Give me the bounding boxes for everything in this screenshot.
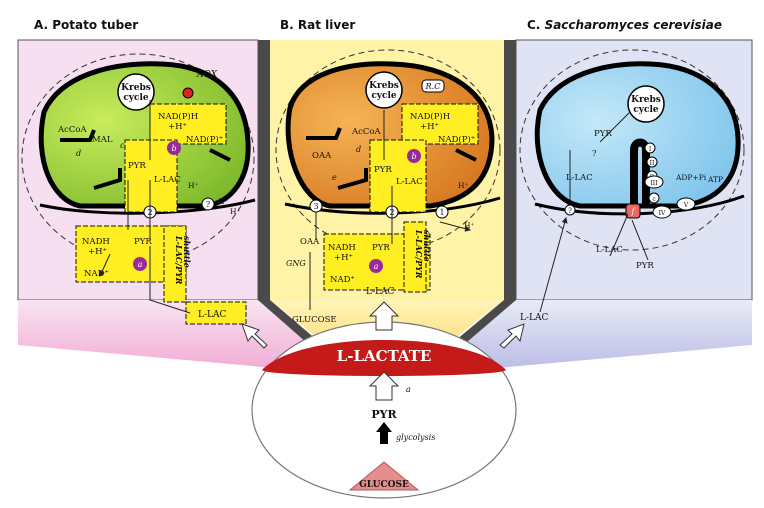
- svg-text:L-LAC: L-LAC: [596, 245, 623, 255]
- svg-text:MAL: MAL: [92, 135, 113, 145]
- svg-text:Krebs: Krebs: [631, 95, 661, 105]
- svg-text:b: b: [171, 144, 176, 153]
- cell-membrane-c: [519, 49, 745, 251]
- svg-text:?: ?: [592, 149, 597, 159]
- svg-text:NAD(P)⁺: NAD(P)⁺: [186, 134, 223, 145]
- svg-text:H⁺: H⁺: [218, 197, 229, 206]
- svg-text:AOX: AOX: [196, 70, 218, 80]
- svg-text:cycle: cycle: [123, 93, 149, 103]
- svg-text:cycle: cycle: [371, 91, 397, 101]
- svg-text:ATP: ATP: [707, 175, 723, 184]
- mitochondrion-b: [285, 61, 495, 209]
- svg-text:glycolysis: glycolysis: [396, 433, 435, 442]
- svg-text:L-LAC/PYR: L-LAC/PYR: [174, 235, 184, 285]
- svg-text:L-LAC: L-LAC: [520, 313, 548, 323]
- svg-text:L-LAC: L-LAC: [154, 175, 181, 185]
- svg-text:OAA: OAA: [312, 151, 332, 161]
- svg-text:V: V: [683, 202, 689, 209]
- svg-text:L-LAC/PYR: L-LAC/PYR: [414, 229, 424, 279]
- svg-text:NAD(P)⁺: NAD(P)⁺: [438, 134, 475, 145]
- svg-text:shuttle: shuttle: [182, 236, 192, 268]
- svg-text:GLUCOSE: GLUCOSE: [292, 315, 337, 325]
- svg-text:GLUCOSE: GLUCOSE: [359, 480, 409, 490]
- svg-text:H⁺: H⁺: [230, 207, 241, 216]
- svg-text:AcCoA: AcCoA: [57, 125, 88, 135]
- svg-text:+H⁺: +H⁺: [334, 253, 353, 263]
- svg-text:a: a: [406, 385, 411, 394]
- cell-membrane-b: [275, 49, 501, 251]
- svg-text:cycle: cycle: [633, 105, 659, 115]
- glucose-triangle: [348, 461, 420, 491]
- yellow-box-b1: [401, 103, 479, 145]
- svg-text:a: a: [374, 262, 379, 271]
- svg-text:a: a: [138, 260, 143, 269]
- krebs-cycle-a: [117, 73, 155, 111]
- svg-text:H⁺: H⁺: [458, 181, 469, 190]
- svg-text:b: b: [411, 152, 416, 161]
- svg-text:I: I: [649, 146, 652, 153]
- title-a: A. Potato tuber: [34, 18, 139, 32]
- panel-c-content: Krebs cycle PYR ? L-LAC I II Q III c IV …: [519, 49, 745, 323]
- svg-text:NADH: NADH: [328, 243, 356, 253]
- svg-text:NAD⁺: NAD⁺: [84, 269, 109, 279]
- svg-text:PYR: PYR: [636, 261, 654, 271]
- svg-text:OAA: OAA: [300, 237, 320, 247]
- svg-text:NAD(P)H: NAD(P)H: [410, 111, 450, 122]
- svg-text:d: d: [76, 149, 81, 158]
- svg-text:AcCoA: AcCoA: [351, 127, 382, 137]
- svg-text:Krebs: Krebs: [121, 83, 151, 93]
- panel-b-content: Krebs cycle R.C AcCoA OAA e d NAD(P)H +H…: [275, 49, 501, 325]
- svg-text:?: ?: [206, 200, 210, 209]
- svg-text:e: e: [332, 173, 337, 182]
- svg-text:L-LAC: L-LAC: [366, 287, 394, 297]
- svg-text:c: c: [652, 196, 656, 203]
- svg-text:+H⁺: +H⁺: [168, 122, 187, 132]
- svg-text:?: ?: [568, 207, 572, 215]
- svg-text:PYR: PYR: [594, 129, 612, 139]
- svg-text:R.C: R.C: [425, 82, 441, 91]
- svg-text:L-LACTATE: L-LACTATE: [337, 347, 432, 365]
- svg-text:1: 1: [439, 208, 444, 217]
- svg-text:II: II: [650, 160, 655, 167]
- svg-text:NAD(P)H: NAD(P)H: [158, 111, 198, 122]
- svg-text:III: III: [650, 180, 658, 187]
- svg-text:PYR: PYR: [371, 408, 397, 421]
- svg-text:f: f: [631, 207, 637, 216]
- svg-text:3: 3: [313, 202, 318, 211]
- svg-text:L-LAC: L-LAC: [198, 310, 226, 320]
- svg-text:ADP+Pi: ADP+Pi: [675, 173, 707, 182]
- svg-text:PYR: PYR: [372, 243, 390, 253]
- svg-text:shuttle: shuttle: [422, 230, 432, 262]
- svg-text:GNG: GNG: [286, 259, 306, 268]
- svg-text:d: d: [356, 145, 361, 154]
- svg-text:L-LAC: L-LAC: [396, 177, 423, 187]
- title-b: B. Rat liver: [280, 18, 356, 32]
- krebs-cycle-c: [627, 85, 665, 123]
- svg-text:IV: IV: [659, 210, 666, 217]
- mitochondrion-a: [38, 61, 251, 209]
- mitochondrion-c: [534, 61, 741, 209]
- svg-text:PYR: PYR: [134, 237, 152, 247]
- svg-text:NADH: NADH: [82, 237, 110, 247]
- svg-text:Krebs: Krebs: [369, 81, 399, 91]
- svg-text:+H⁺: +H⁺: [420, 122, 439, 132]
- title-c: C. Saccharomyces cerevisiae: [527, 18, 722, 32]
- svg-text:PYR: PYR: [374, 165, 392, 175]
- svg-text:PYR: PYR: [128, 161, 146, 171]
- cytosol: L-LACTATE a PYR glycolysis GLUCOSE: [241, 301, 525, 499]
- l-lactate-band: [262, 340, 506, 376]
- svg-text:L-LAC: L-LAC: [566, 173, 593, 183]
- svg-text:NAD⁺: NAD⁺: [330, 275, 355, 285]
- svg-text:c: c: [120, 141, 125, 150]
- panel-a-content: Krebs cycle AOX AcCoA MAL d c NAD(P)H +H…: [21, 53, 256, 325]
- krebs-cycle-b: [365, 71, 403, 109]
- svg-text:+H⁺: +H⁺: [88, 247, 107, 257]
- svg-text:H⁺: H⁺: [188, 181, 199, 190]
